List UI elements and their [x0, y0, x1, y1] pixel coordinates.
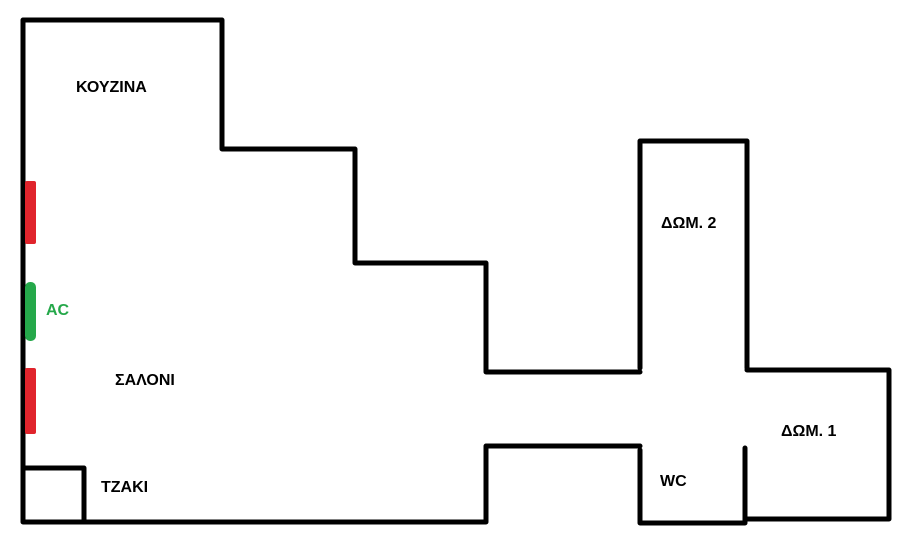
living-room-label: ΣΑΛΟΝΙ: [115, 372, 175, 389]
bedroom-1-wall: [742, 367, 892, 522]
ac-unit: [25, 282, 36, 341]
kitchen-label: ΚΟΥΖΙΝΑ: [76, 79, 147, 96]
bedroom-2-wall: [637, 138, 750, 371]
radiator-lower: [25, 368, 36, 434]
main-outline-wall: [20, 17, 643, 525]
wc-label: WC: [660, 473, 687, 490]
bedroom-2-label: ΔΩΜ. 2: [661, 215, 717, 232]
fireplace-box: [20, 465, 87, 525]
bedroom-1-label: ΔΩΜ. 1: [781, 423, 837, 440]
fireplace-label: ΤΖΑΚΙ: [101, 479, 148, 496]
ac-label: AC: [46, 302, 70, 319]
wc-wall: [637, 445, 748, 526]
radiator-upper: [25, 181, 36, 244]
